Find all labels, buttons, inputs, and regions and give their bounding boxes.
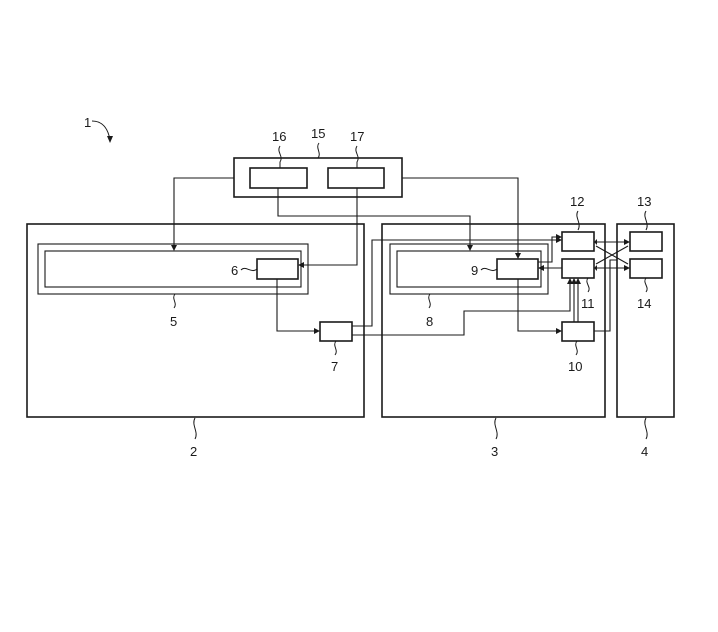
block-5-outer [37,243,309,295]
leader-9 [480,267,498,272]
label-2: 2 [190,444,197,459]
arrowhead-11-to-14 [624,265,630,271]
block-12 [561,231,595,252]
leader-12 [576,210,580,231]
label-17: 17 [350,129,364,144]
wire-16-to-9 [277,188,471,248]
leader-8 [428,293,431,309]
leader-10 [575,340,578,356]
label-1: 1 [84,115,91,130]
wire-9-to-10 [517,279,559,332]
wire-17-to-6 [301,188,358,266]
arrowhead-11-to-9 [538,265,544,271]
box-3 [381,223,606,418]
arrowhead-15-to-9 [515,253,521,259]
leader-6 [240,267,258,272]
label-8: 8 [426,314,433,329]
arrowhead-7-to-11 [567,278,573,284]
wire-11-to-13-cross [595,245,629,265]
leader-2 [193,417,197,440]
label-3: 3 [491,444,498,459]
label-15: 15 [311,126,325,141]
wire-15-to-5 [173,177,234,248]
leader-15 [317,142,320,159]
box-4 [616,223,675,418]
label-6: 6 [231,263,238,278]
block-15 [233,157,403,198]
wire-10-to-4 [594,259,617,332]
wire-7-to-11 [352,281,571,336]
arrowhead-12-to-13 [624,239,630,245]
label-13: 13 [637,194,651,209]
reference-arrowhead-1 [107,136,113,143]
block-9 [496,258,539,280]
leader-17 [355,145,359,168]
block-8-inner [396,250,542,288]
arrowhead-10-to-11-b [575,278,581,284]
leader-3 [494,417,498,440]
arrowhead-15-to-5 [171,245,177,251]
block-14 [629,258,663,279]
wire-9-to-12 [538,236,559,263]
wire-15-to-9 [402,177,519,256]
block-5-inner [44,250,302,288]
arrowhead-17-to-6 [298,262,304,268]
block-17 [327,167,385,189]
leader-13 [644,210,648,231]
label-10: 10 [568,359,582,374]
block-16 [249,167,308,189]
block-11 [561,258,595,279]
arrowhead-9-to-10 [556,328,562,334]
leader-4 [644,417,648,440]
box-2 [26,223,365,418]
arrowhead-13-to-12 [594,239,597,245]
leader-11 [586,277,590,293]
wire-7-to-12 [352,239,559,327]
wire-6-to-7 [276,279,317,332]
leader-16 [278,145,282,168]
arrowhead-9-to-12 [556,234,562,240]
block-7 [319,321,353,342]
label-7: 7 [331,359,338,374]
label-14: 14 [637,296,651,311]
label-12: 12 [570,194,584,209]
label-16: 16 [272,129,286,144]
label-9: 9 [471,263,478,278]
arrowhead-6-to-7 [314,328,320,334]
label-5: 5 [170,314,177,329]
leader-7 [334,340,337,356]
reference-arrow-1 [91,120,111,141]
leader-14 [644,277,648,293]
arrowhead-10-to-11-a [571,278,577,284]
label-4: 4 [641,444,648,459]
arrowhead-14-to-11 [594,265,597,271]
block-10 [561,321,595,342]
block-13 [629,231,663,252]
block-6 [256,258,299,280]
block-8-outer [389,243,549,295]
leader-5 [173,293,176,309]
arrowhead-16-to-9 [467,245,473,251]
label-11: 11 [581,296,595,311]
